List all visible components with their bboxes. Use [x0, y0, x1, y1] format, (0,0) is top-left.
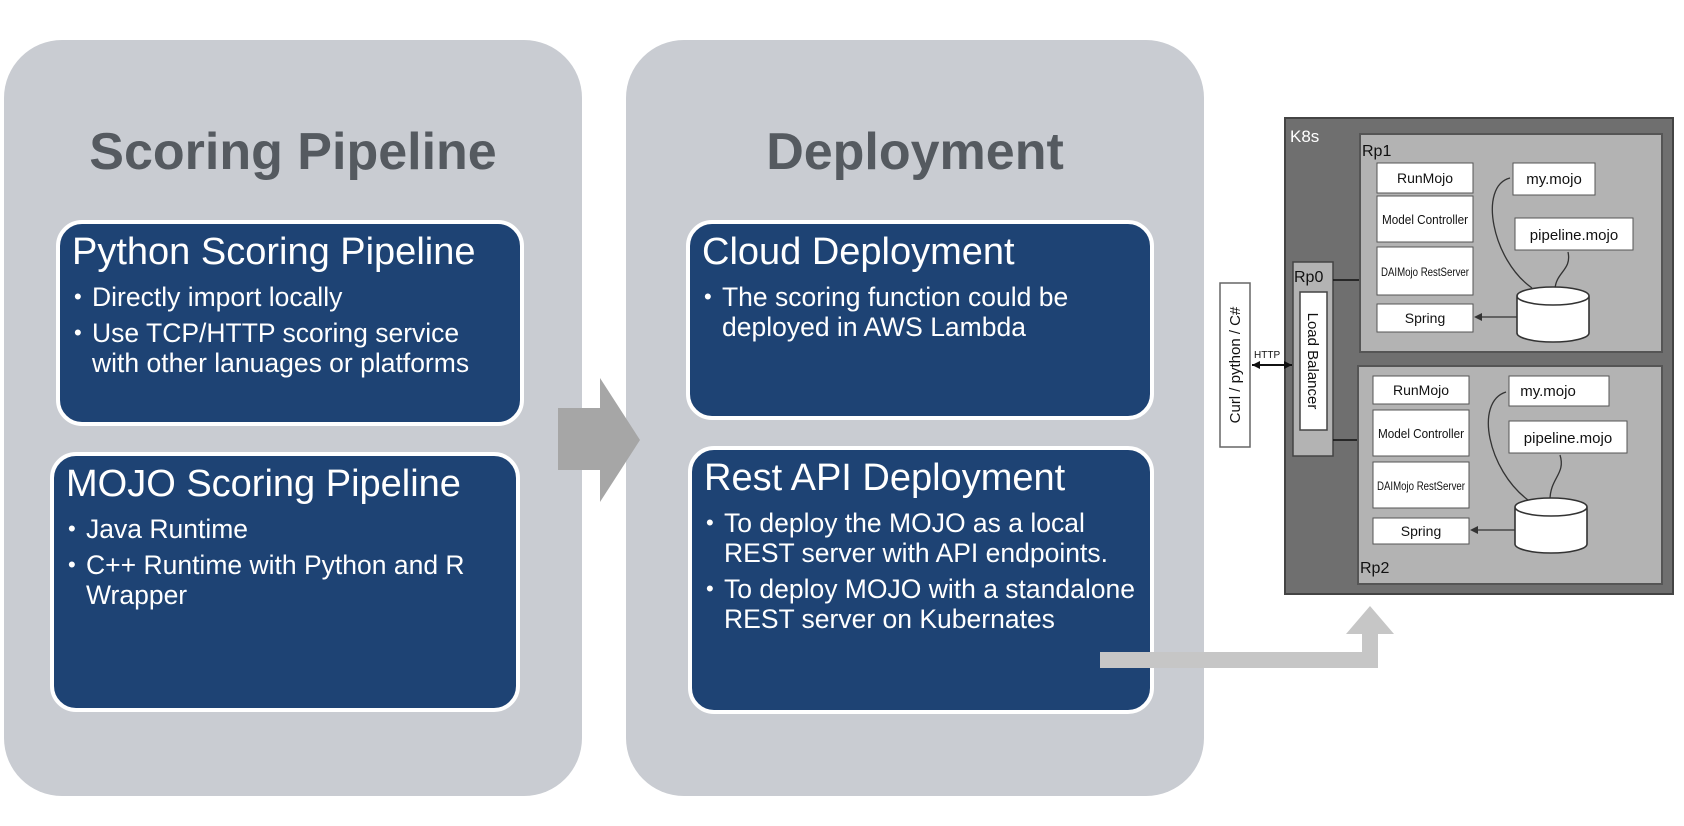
- daimojo-restserver-label: DAIMojo RestServer: [1377, 479, 1465, 493]
- client-box: [1219, 282, 1251, 448]
- model-controller-box: [1372, 409, 1470, 457]
- python-scoring-pipeline-card: Python Scoring Pipeline Directly import …: [56, 220, 524, 426]
- model-controller-label: Model Controller: [1378, 426, 1465, 441]
- daimojo-restserver-box: [1372, 461, 1470, 509]
- bullet-item: Use TCP/HTTP scoring service with other …: [72, 318, 506, 378]
- bullet-item: The scoring function could be deployed i…: [702, 282, 1136, 342]
- scoring-pipeline-title: Scoring Pipeline: [89, 123, 497, 181]
- spring-box: [1372, 517, 1470, 545]
- http-arrow-right-icon: [1284, 361, 1292, 369]
- pipeline-mojo-file-label: pipeline.mojo: [1524, 430, 1612, 447]
- cloud-deployment-card: Cloud Deployment The scoring function co…: [686, 220, 1154, 420]
- pipeline-mojo-file-box: [1514, 217, 1634, 251]
- db-to-spring-arrow-icon: [1474, 313, 1482, 321]
- my-mojo-flow: [1491, 177, 1533, 289]
- python-scoring-pipeline-title: Python Scoring Pipeline: [72, 231, 476, 273]
- spring-label: Spring: [1405, 310, 1445, 326]
- model-controller-label: Model Controller: [1382, 212, 1469, 227]
- load-balancer-label: Load Balancer: [1304, 313, 1321, 410]
- runmojo-label: RunMojo: [1397, 170, 1453, 186]
- runmojo-label: RunMojo: [1393, 382, 1449, 398]
- my-mojo-file-box: [1508, 375, 1610, 407]
- flow-arrow-icon: [558, 378, 640, 502]
- pipeline-flow: [1554, 251, 1570, 290]
- bullet-item: C++ Runtime with Python and R Wrapper: [66, 550, 502, 610]
- load-balancer-box: [1299, 291, 1328, 431]
- pipeline-mojo-file-box: [1508, 420, 1628, 454]
- rp0-label: Rp0: [1294, 269, 1323, 286]
- my-mojo-file-box: [1512, 162, 1596, 196]
- spring-label: Spring: [1401, 523, 1441, 539]
- deployment-title: Deployment: [766, 123, 1064, 181]
- cloud-deployment-title: Cloud Deployment: [702, 231, 1015, 273]
- my-mojo-file-label: my.mojo: [1520, 383, 1576, 400]
- client-label: Curl / python / C#: [1227, 306, 1244, 423]
- http-label: HTTP: [1254, 350, 1280, 361]
- bullet-item: To deploy the MOJO as a local REST serve…: [704, 508, 1136, 568]
- k8s-label: K8s: [1290, 127, 1319, 146]
- spring-box: [1376, 303, 1474, 333]
- pipeline-flow: [1549, 454, 1562, 501]
- database-icon: [1514, 497, 1588, 554]
- http-arrow-left-icon: [1252, 361, 1260, 369]
- mojo-scoring-pipeline-card: MOJO Scoring Pipeline Java Runtime C++ R…: [50, 452, 520, 712]
- database-icon: [1516, 286, 1590, 343]
- daimojo-restserver-label: DAIMojo RestServer: [1381, 265, 1469, 279]
- my-mojo-file-label: my.mojo: [1526, 171, 1582, 188]
- pipeline-mojo-file-label: pipeline.mojo: [1530, 227, 1618, 244]
- rest-api-deployment-card: Rest API Deployment To deploy the MOJO a…: [688, 446, 1154, 714]
- my-mojo-flow: [1487, 391, 1529, 501]
- rest-api-deployment-title: Rest API Deployment: [704, 457, 1066, 499]
- db-to-spring-arrow-icon: [1470, 526, 1478, 534]
- bullet-item: Java Runtime: [66, 514, 502, 544]
- model-controller-box: [1376, 195, 1474, 243]
- runmojo-box: [1372, 375, 1470, 405]
- bullet-item: To deploy MOJO with a standalone REST se…: [704, 574, 1136, 634]
- mojo-scoring-pipeline-title: MOJO Scoring Pipeline: [66, 463, 461, 505]
- runmojo-box: [1376, 162, 1474, 194]
- rp2-label: Rp2: [1360, 560, 1389, 577]
- bullet-item: Directly import locally: [72, 282, 506, 312]
- daimojo-restserver-box: [1376, 246, 1474, 296]
- connector-arrow-icon: [1100, 606, 1394, 668]
- rp1-label: Rp1: [1362, 143, 1391, 160]
